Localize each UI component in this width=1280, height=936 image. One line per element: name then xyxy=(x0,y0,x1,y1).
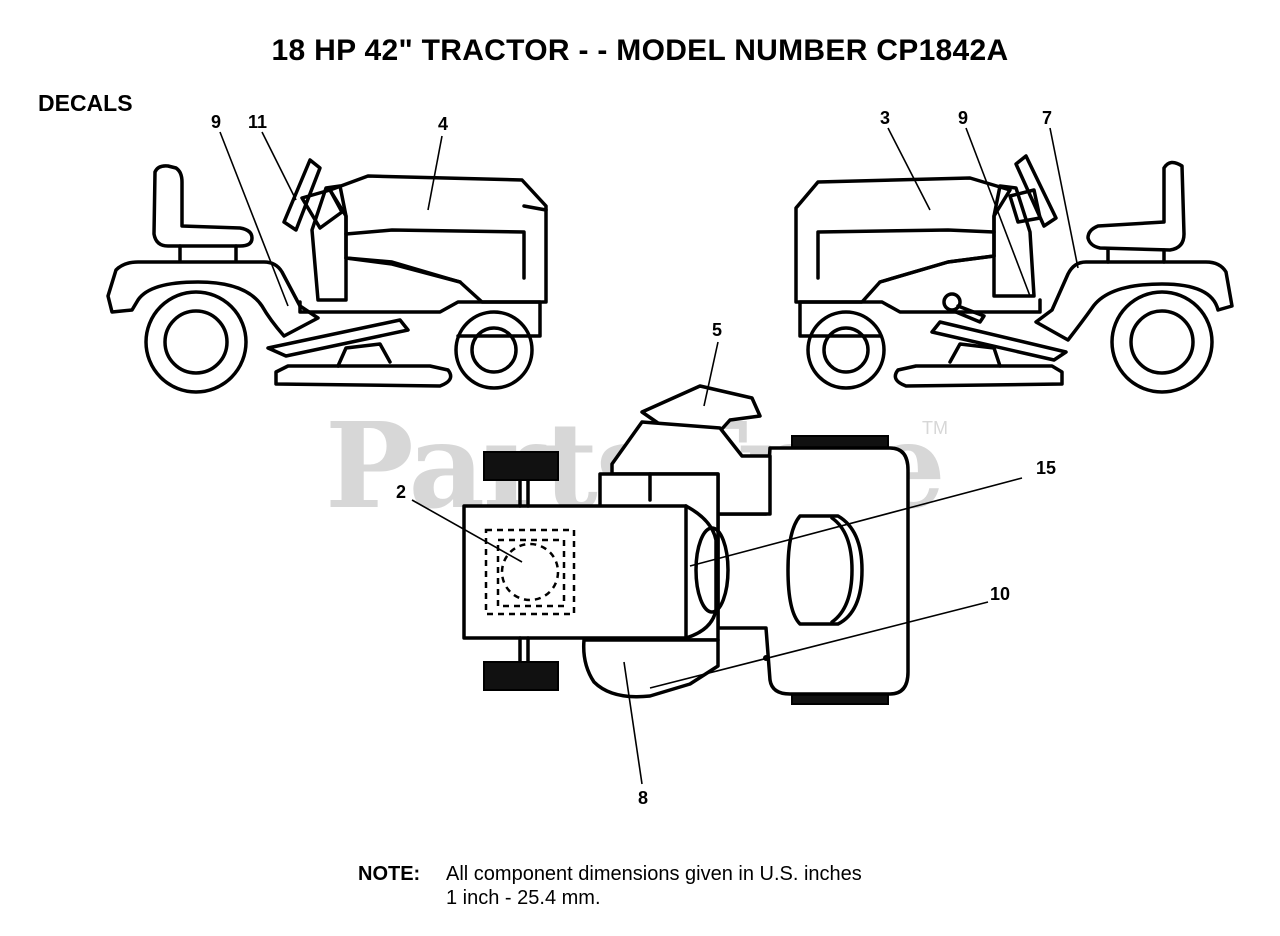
rear-hub-left xyxy=(163,309,229,375)
watermark-trademark: TM xyxy=(922,418,948,438)
fuel-tank-outline-top xyxy=(484,528,576,616)
steering-wheel-left xyxy=(282,158,322,232)
leader-8 xyxy=(623,661,643,785)
leader-5 xyxy=(703,341,719,407)
note-line-1: All component dimensions given in U.S. i… xyxy=(446,863,862,885)
footrest-right xyxy=(930,320,1068,362)
callout-9-left: 9 xyxy=(211,112,221,132)
side-step-top xyxy=(581,638,720,699)
leader-10 xyxy=(649,601,989,689)
seat-top xyxy=(786,514,864,626)
rear-fender-left xyxy=(106,260,320,338)
tractor-left-side-view xyxy=(106,158,548,394)
seat-top-edge xyxy=(830,516,854,624)
mower-deck-right xyxy=(893,364,1064,388)
rear-fender-top xyxy=(716,446,910,696)
leader-9-left xyxy=(219,131,289,307)
hood-lower-line-left xyxy=(344,256,462,284)
hood-right xyxy=(794,176,1012,304)
frame-left xyxy=(298,300,542,338)
rear-fender-right xyxy=(1034,260,1234,342)
page-title: 18 HP 42" TRACTOR - - MODEL NUMBER CP184… xyxy=(271,34,1009,67)
leader-7 xyxy=(1049,127,1079,269)
steering-wheel-right xyxy=(1014,154,1058,228)
leader-3 xyxy=(887,127,931,211)
rear-wheel-left xyxy=(144,290,248,394)
callout-numbers: 9 11 4 3 9 7 5 2 15 10 8 xyxy=(211,108,1056,808)
leader-15 xyxy=(689,477,1023,567)
dash-panel-left xyxy=(310,184,348,302)
lift-lever-knob-right xyxy=(942,292,962,312)
fuel-cap-top xyxy=(500,542,560,602)
grille-left xyxy=(522,204,548,212)
deck-hanger-left xyxy=(336,342,392,368)
callout-2: 2 xyxy=(396,482,406,502)
front-wheel-right xyxy=(806,310,886,390)
callout-8: 8 xyxy=(638,788,648,808)
frame-right xyxy=(798,298,1042,338)
hood-rear-edge-top xyxy=(684,504,718,640)
tractor-right-side-view xyxy=(794,154,1234,394)
callout-9-right: 9 xyxy=(958,108,968,128)
hood-panel-line-right xyxy=(816,228,996,280)
leader-4 xyxy=(427,135,443,211)
deck-hanger-right xyxy=(948,342,1002,368)
seat-post-left xyxy=(178,244,238,262)
steering-column-right xyxy=(1008,188,1042,224)
callout-3: 3 xyxy=(880,108,890,128)
lift-lever-right xyxy=(954,304,986,324)
rear-hub-right xyxy=(1129,309,1195,375)
front-tire-top-lower xyxy=(483,661,559,691)
front-hub-left xyxy=(470,326,518,374)
hood-left xyxy=(328,174,548,304)
engine-cover-oval-top xyxy=(694,526,730,614)
callout-15: 15 xyxy=(1036,458,1056,478)
seat-right xyxy=(1086,160,1186,252)
hood-top xyxy=(462,504,688,640)
units-note: NOTE: All component dimensions given in U… xyxy=(358,862,862,909)
leader-9-right xyxy=(965,127,1031,297)
mower-deck-left xyxy=(274,364,453,388)
hood-panel-line-left xyxy=(344,228,526,280)
rear-wheel-right xyxy=(1110,290,1214,394)
leader-11 xyxy=(261,131,297,201)
note-label: NOTE: xyxy=(358,863,421,885)
front-hub-right xyxy=(822,326,870,374)
section-label: DECALS xyxy=(38,90,133,116)
front-tire-top-upper xyxy=(483,451,559,481)
seat-post-right xyxy=(1106,248,1166,264)
seat-left xyxy=(152,164,254,248)
callout-4: 4 xyxy=(438,114,448,134)
dash-panel-right xyxy=(992,184,1036,298)
callout-7: 7 xyxy=(1042,108,1052,128)
callout-11: 11 xyxy=(248,112,267,132)
fuel-tank-inner-top xyxy=(496,538,566,608)
front-axle-top xyxy=(518,476,530,666)
tractor-top-view xyxy=(462,384,910,705)
callout-5: 5 xyxy=(712,320,722,340)
hood-lower-line-right xyxy=(878,254,996,284)
callout-leaders xyxy=(219,127,1079,785)
front-wheel-left xyxy=(454,310,534,390)
callout-10: 10 xyxy=(990,584,1010,604)
leader-2 xyxy=(411,499,523,563)
note-line-2: 1 inch - 25.4 mm. xyxy=(446,887,601,909)
footrest-left xyxy=(266,318,410,358)
